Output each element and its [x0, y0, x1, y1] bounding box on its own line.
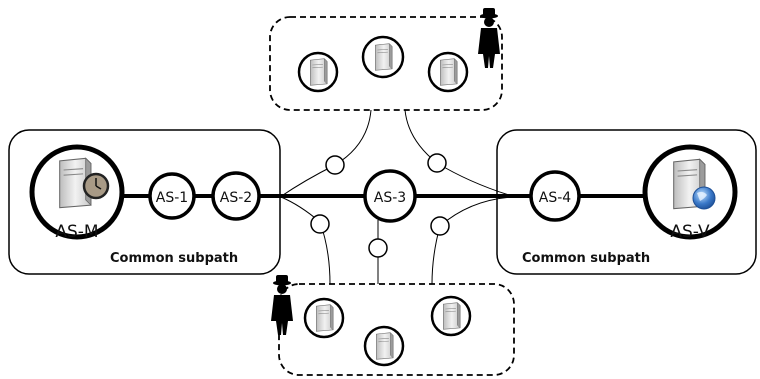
spy-icon	[271, 275, 293, 335]
as-m-label: AS-M	[55, 222, 98, 242]
top-cloud-box	[269, 16, 503, 111]
as-m-node: AS-M	[29, 144, 125, 242]
as-3-label: AS-3	[374, 190, 406, 206]
as-4-label: AS-4	[539, 190, 572, 206]
right-region-caption: Common subpath	[522, 251, 650, 266]
server-icon	[443, 302, 461, 330]
top-right-relay-node	[427, 153, 447, 173]
clock-icon	[82, 172, 110, 200]
bottom-left-relay-node	[310, 214, 330, 234]
as-v-label: AS-V	[670, 222, 710, 242]
globe-icon	[692, 186, 716, 210]
as-2-label: AS-2	[220, 190, 252, 206]
as-3-node: AS-3	[363, 169, 417, 223]
spy-icon	[478, 8, 500, 68]
server-icon	[310, 58, 328, 86]
left-region-caption: Common subpath	[110, 251, 238, 266]
server-node	[363, 325, 405, 367]
as-4-node: AS-4	[529, 170, 581, 222]
bottom-right-relay-node	[430, 216, 450, 236]
server-node	[427, 51, 469, 93]
left-region-box	[8, 129, 281, 275]
bottom-center-relay-node	[368, 238, 388, 258]
bottom-cloud-servers	[303, 295, 472, 367]
server-node	[303, 297, 345, 339]
server-icon	[376, 332, 394, 360]
as-1-label: AS-1	[156, 190, 188, 206]
as-2-node: AS-2	[211, 171, 261, 221]
server-icon	[316, 304, 334, 332]
server-node	[430, 295, 472, 337]
right-region-box	[496, 129, 757, 275]
server-node	[361, 35, 405, 79]
as-v-node: AS-V	[642, 144, 738, 242]
top-cloud-servers	[297, 35, 469, 93]
as-1-node: AS-1	[148, 172, 196, 220]
server-icon	[440, 58, 458, 86]
server-node	[297, 51, 339, 93]
server-icon	[375, 43, 393, 71]
top-left-relay-node	[325, 155, 345, 175]
